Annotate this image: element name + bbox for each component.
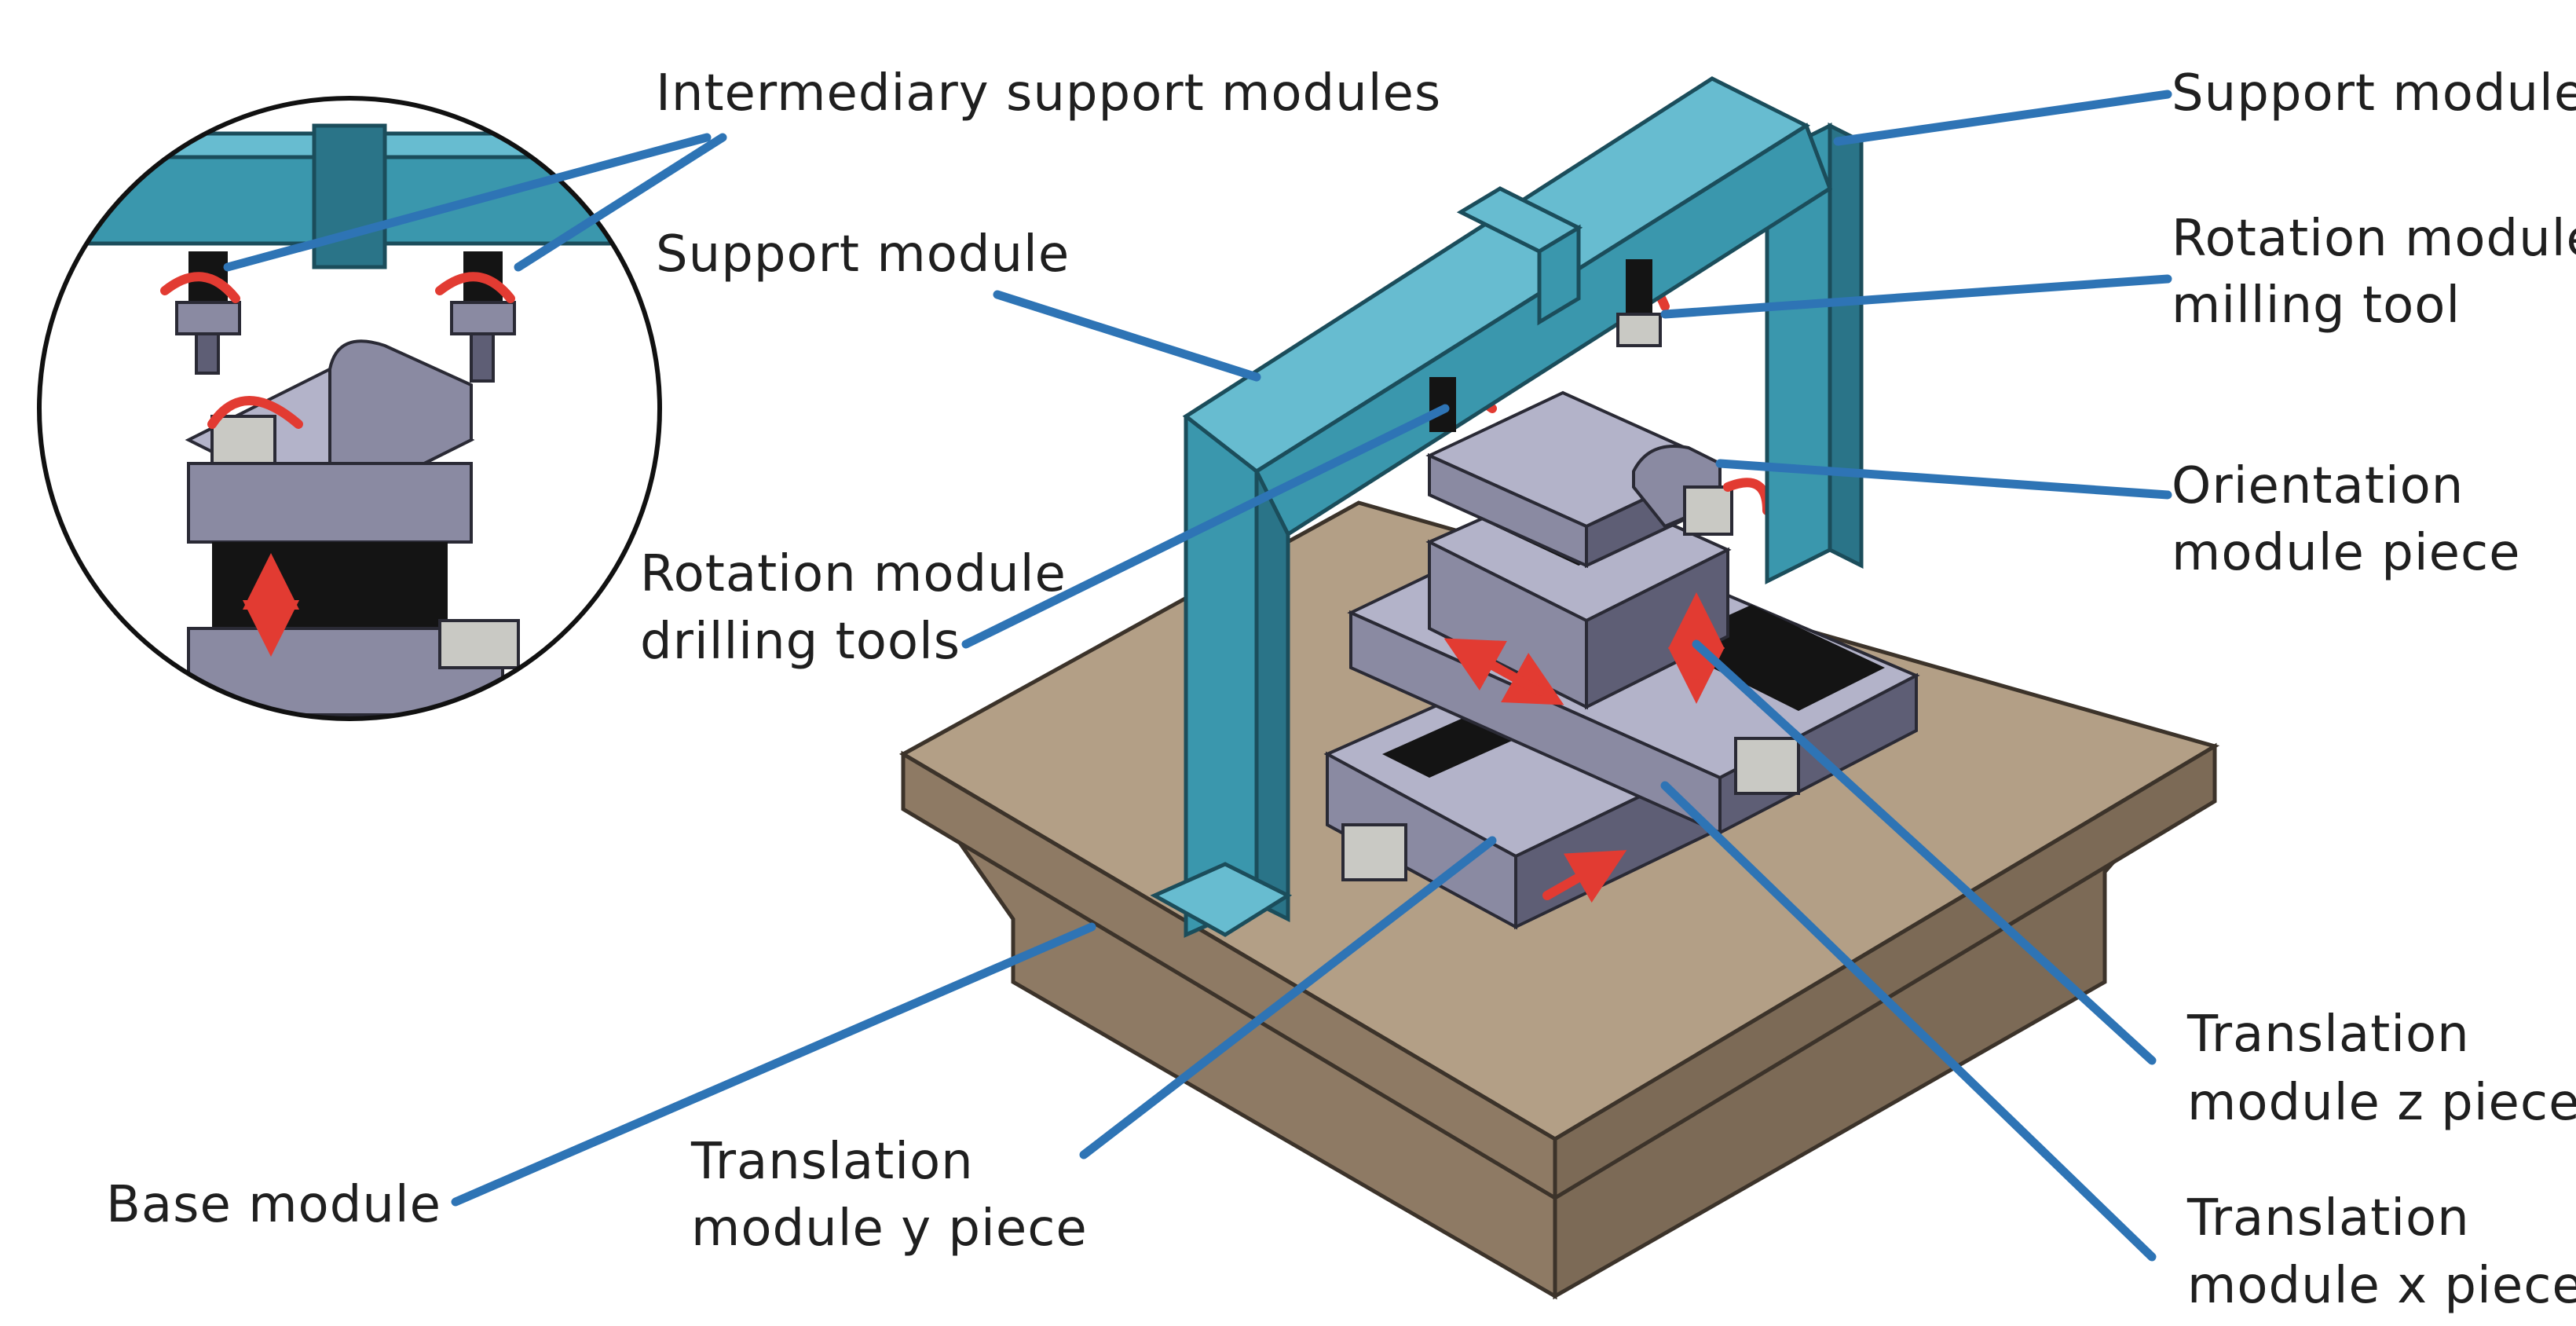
leader-intermediary-1 xyxy=(223,133,712,272)
leader-orientation xyxy=(1715,459,2172,500)
label-translation-z-line2: module z piece xyxy=(2187,1074,2576,1132)
leader-base xyxy=(451,922,1096,1207)
leader-support-center xyxy=(993,290,1261,382)
leader-rotation-milling xyxy=(1660,274,2172,319)
leader-support-top-right xyxy=(1833,90,2172,146)
label-support-module-center: Support module xyxy=(656,225,1070,284)
label-orientation-line1: Orientation xyxy=(2172,457,2464,515)
leader-intermediary-2 xyxy=(514,133,727,272)
leader-translation-y xyxy=(1079,836,1497,1159)
label-rotation-milling-line1: Rotation module xyxy=(2172,210,2576,268)
label-translation-x-line1: Translation xyxy=(2186,1189,2470,1247)
label-rotation-drilling-line2: drilling tools xyxy=(640,613,961,671)
detail-inset xyxy=(37,96,662,721)
label-translation-z-line1: Translation xyxy=(2186,1005,2470,1064)
labels: Intermediary support modules Support mod… xyxy=(106,64,2576,1315)
label-translation-y-line2: module y piece xyxy=(691,1200,1088,1258)
orientation-piece-drawing xyxy=(1425,390,1733,569)
leader-lines xyxy=(223,90,2172,1262)
label-rotation-milling-line2: milling tool xyxy=(2172,277,2461,335)
label-translation-x-line2: module x piece xyxy=(2187,1257,2576,1315)
label-rotation-drilling-line1: Rotation module xyxy=(640,545,1067,603)
label-intermediary-support: Intermediary support modules xyxy=(656,64,1441,123)
label-translation-y-line1: Translation xyxy=(690,1133,974,1191)
leader-translation-x xyxy=(1660,781,2157,1262)
leader-rotation-drilling xyxy=(961,404,1450,649)
label-orientation-line2: module piece xyxy=(2172,524,2521,582)
label-base-module: Base module xyxy=(106,1176,441,1234)
label-support-module-top-right: Support module xyxy=(2172,64,2576,123)
leader-translation-z xyxy=(1692,639,2157,1065)
